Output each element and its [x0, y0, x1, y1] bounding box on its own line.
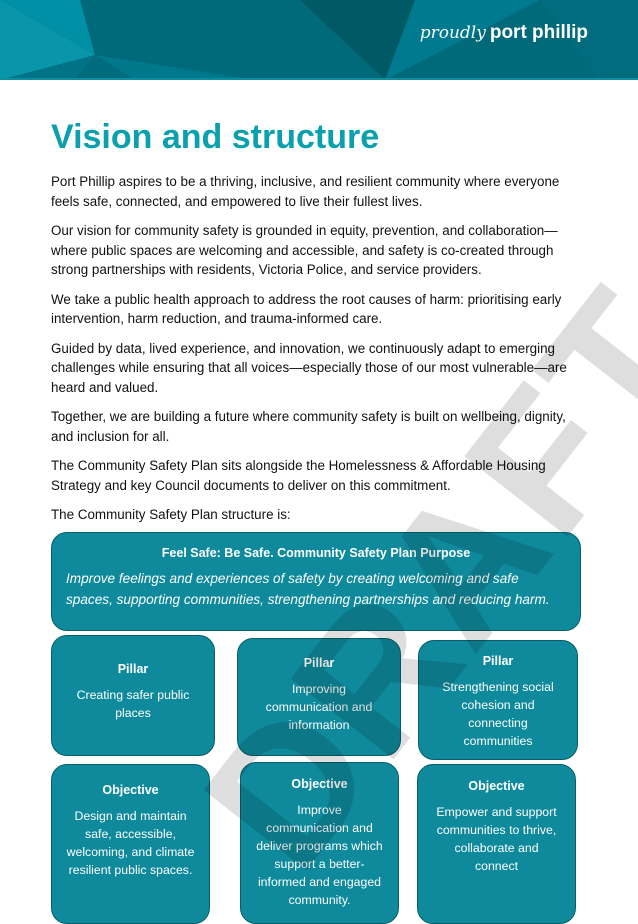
paragraph: Guided by data, lived experience, and in… — [51, 340, 567, 395]
paragraph: Together, we are building a future where… — [51, 409, 566, 444]
pillar-heading: Pillar — [117, 662, 149, 676]
objective-box: Objective Design and maintain safe, acce… — [51, 764, 210, 924]
objective-box: Objective Empower and support communitie… — [417, 764, 576, 924]
paragraph: We take a public health approach to addr… — [51, 291, 562, 327]
objective-text: Empower and support communities to thriv… — [436, 805, 557, 873]
objective-text: Improve communication and deliver progra… — [256, 803, 383, 907]
objective-text: Design and maintain safe, accessible, we… — [66, 809, 195, 877]
pillar-heading: Pillar — [303, 656, 335, 670]
pillar-box: Pillar Improving communication and infor… — [237, 638, 401, 756]
pillar-text: Creating safer public places — [76, 688, 190, 720]
objective-box: Objective Improve communication and deli… — [240, 762, 399, 924]
paragraph: The Community Safety Plan sits alongside… — [51, 458, 546, 493]
page-title: Vision and structure — [51, 118, 380, 156]
pillar-box: Pillar Strengthening social cohesion and… — [418, 640, 578, 760]
pillar-box: Pillar Creating safer public places — [51, 635, 215, 756]
body-text: Port Phillip aspires to be a thriving, i… — [51, 172, 591, 535]
objective-heading: Objective — [291, 777, 348, 791]
paragraph: Our vision for community safety is groun… — [51, 223, 558, 277]
purpose-box: Feel Safe: Be Safe. Community Safety Pla… — [51, 532, 581, 631]
objective-heading: Objective — [468, 779, 525, 793]
pillar-text: Strengthening social cohesion and connec… — [442, 680, 554, 748]
objective-heading: Objective — [102, 783, 159, 797]
logo-text: port phillip — [489, 22, 588, 43]
purpose-text: Improve feelings and experiences of safe… — [66, 571, 550, 607]
paragraph: Port Phillip aspires to be a thriving, i… — [51, 174, 560, 209]
pillar-heading: Pillar — [482, 654, 514, 668]
paragraph: The Community Safety Plan structure is: — [51, 507, 291, 522]
purpose-heading: Feel Safe: Be Safe. Community Safety Pla… — [161, 546, 471, 560]
pillar-text: Improving communication and information — [265, 682, 373, 732]
banner-pattern — [0, 0, 638, 80]
logo-script: proudly — [419, 23, 486, 43]
